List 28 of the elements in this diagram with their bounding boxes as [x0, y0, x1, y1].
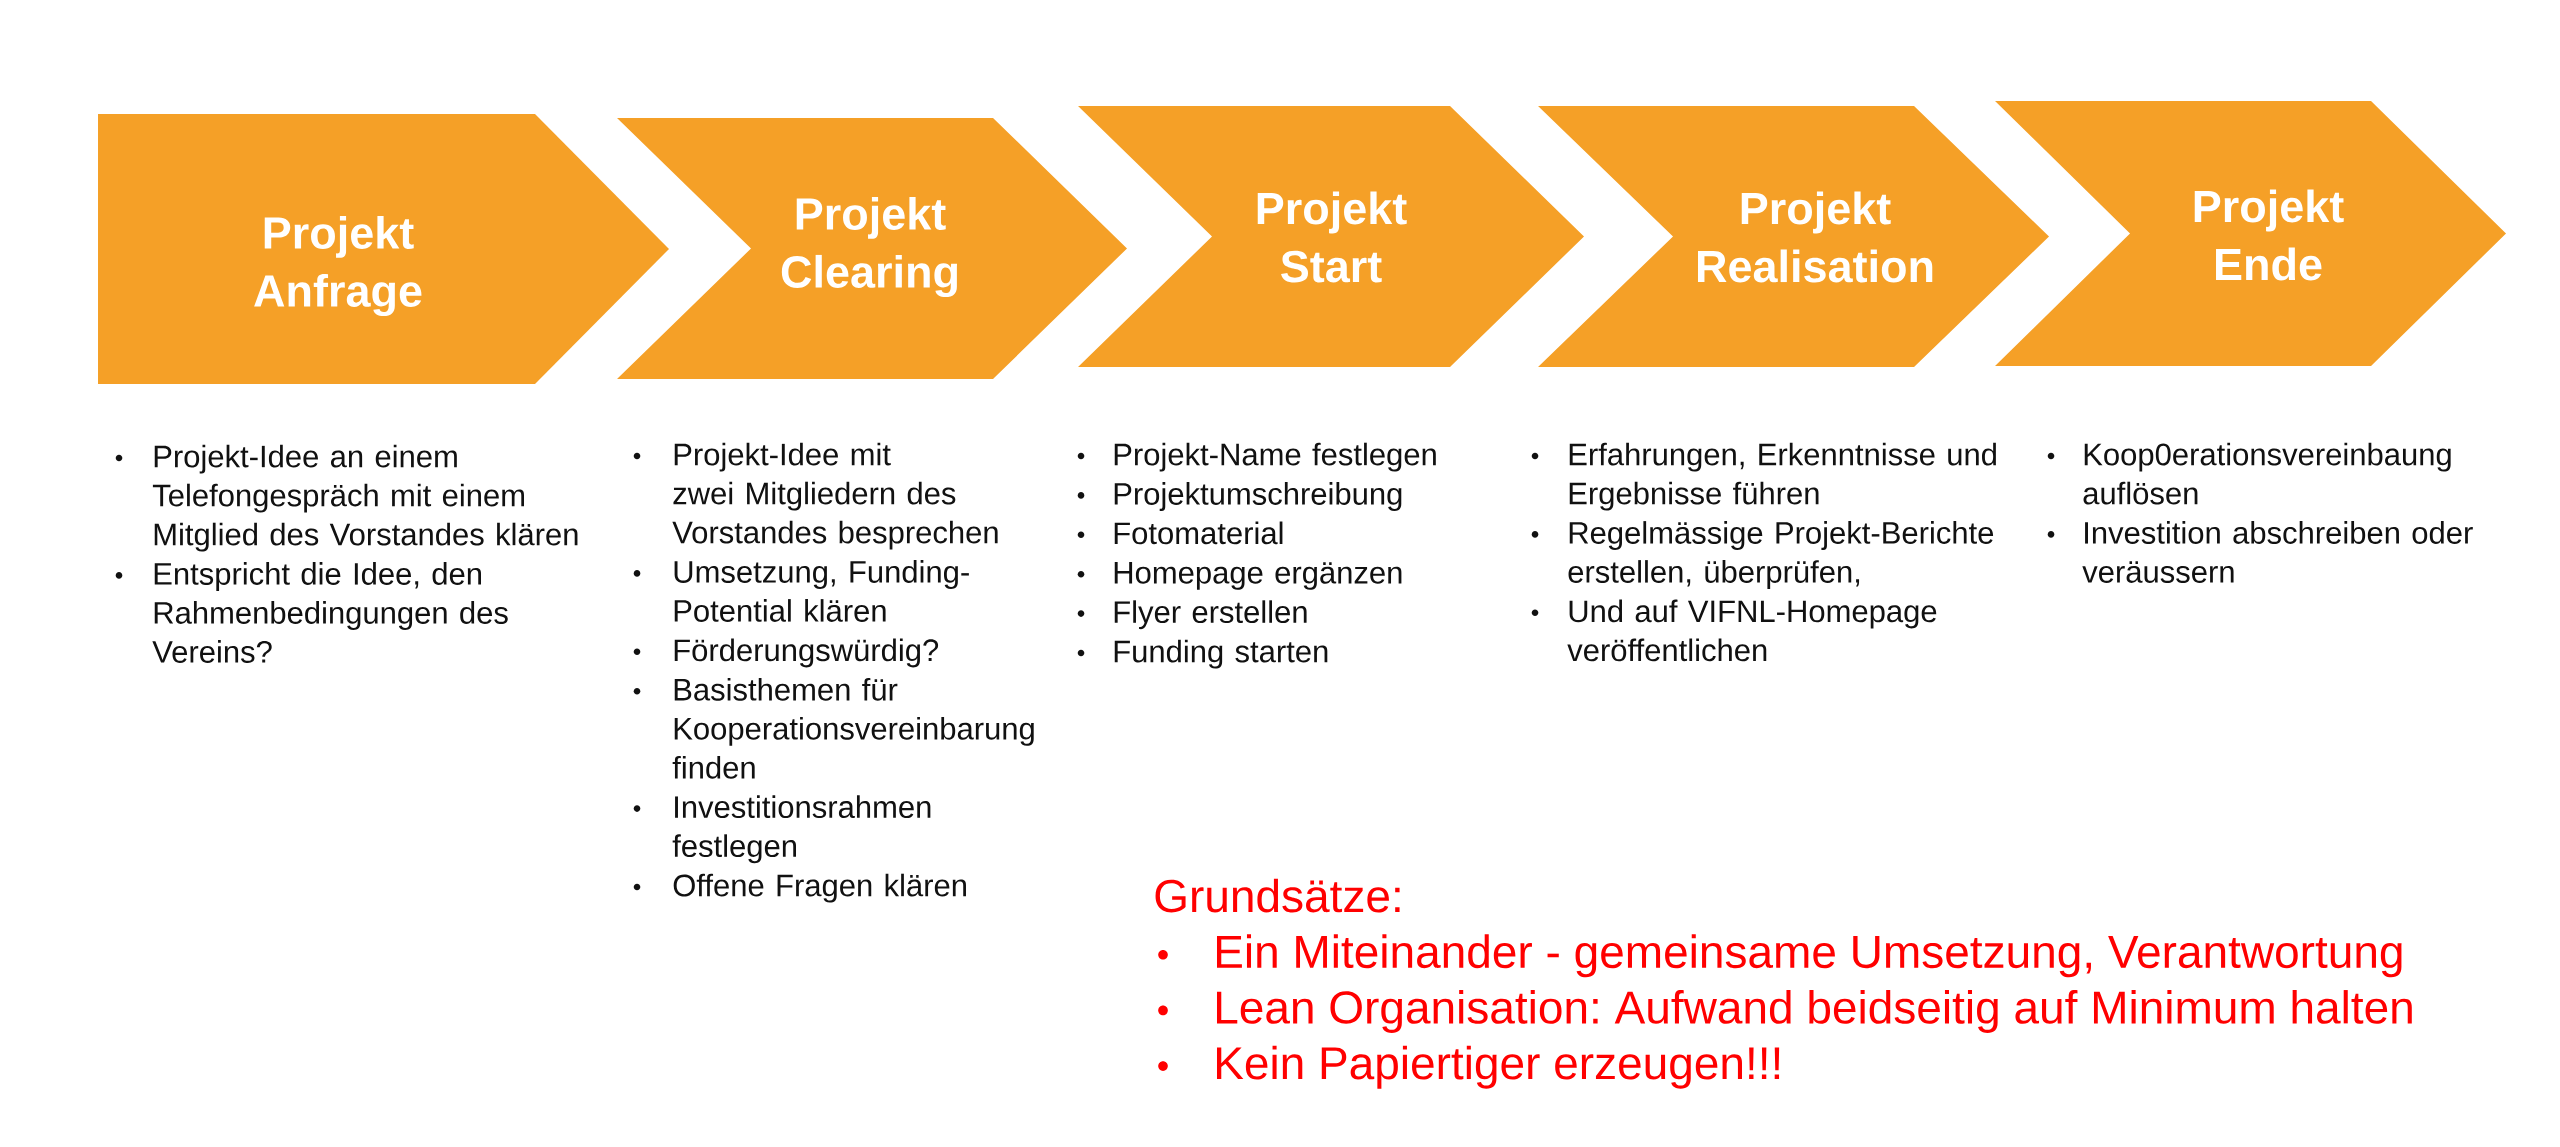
list-item: Koop0erationsvereinbaung auflösen [2083, 442, 2451, 505]
list-item: Entspricht die Idee, den Rahmenbedingungen des Vereins? [152, 562, 508, 663]
list-item: Erfahrungen, Erkenntnisse und Ergebnisse führen [1569, 442, 1996, 511]
list-item: Projekt-Idee an einem Telefongespräch mit einem Mitglied des Vorstandes klären [152, 444, 578, 552]
list-item: Investition abschreiben oder veräussern [2082, 521, 2473, 583]
list-item: Projekt-Idee mit zwei Mitgliedern des Vorstandes besprechen [672, 442, 998, 550]
list-item: Basisthemen für Kooperationsvereinbarung finden [672, 677, 1034, 779]
list-item: Und auf VIFNL-Homepage veröffentlichen [1567, 599, 1937, 662]
list-item: Investitionsrahmen festlegen [672, 795, 931, 864]
list-item: Kein Papiertiger erzeugen!!! [1217, 1045, 1780, 1089]
chevron-step: Projekt Anfrage [98, 114, 669, 384]
list-item: Fotomaterial [1114, 521, 1283, 545]
chevron-step: Projekt Clearing [617, 118, 1127, 379]
list-item: Förderungswürdig? [674, 638, 939, 668]
section-heading: Grundsätze: [1155, 878, 1400, 913]
list-item: Projektumschreibung [1114, 482, 1402, 511]
chevron-step: Projekt Realisation [1538, 106, 2049, 367]
chevron-step: Projekt Ende [1995, 101, 2506, 366]
list-item: Regelmässige Projekt-Berichte erstellen, überprüfen, [1568, 521, 1994, 589]
list-item: Projekt-Name festlegen [1114, 442, 1436, 472]
list-item: Flyer erstellen [1114, 600, 1307, 630]
list-item: Funding starten [1114, 639, 1328, 669]
chevron-step: Projekt Start [1078, 106, 1584, 367]
list-item: Ein Miteinander - gemeinsame Umsetzung, Verantwortung [1217, 934, 2402, 978]
list-item: Offene Fragen klären [673, 873, 966, 903]
list-item: Umsetzung, Funding-Potential klären [674, 560, 969, 622]
list-item: Homepage ergänzen [1114, 562, 1402, 590]
list-item: Lean Organisation: Aufwand beidseitig auf Minimum halten [1217, 990, 2412, 1033]
